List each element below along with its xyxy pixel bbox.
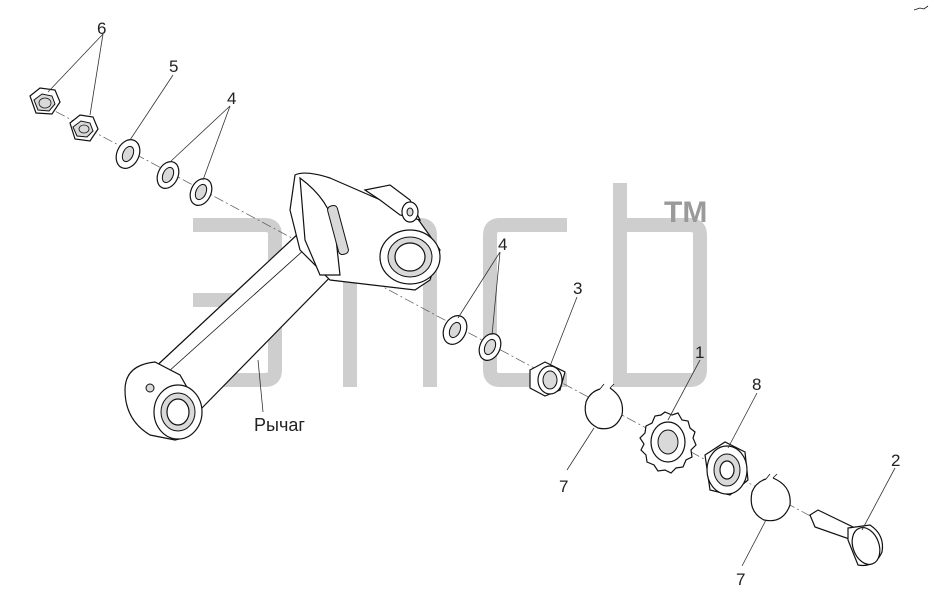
callout-8: 8 bbox=[752, 375, 761, 394]
corner-mark bbox=[913, 5, 929, 11]
callout-2: 2 bbox=[891, 451, 900, 470]
part-3-bushing bbox=[529, 361, 566, 397]
callout-1: 1 bbox=[695, 343, 704, 362]
part-6-nut-inner bbox=[69, 114, 99, 142]
part-6-nut-outer bbox=[29, 87, 61, 115]
callout-7b: 7 bbox=[736, 570, 745, 589]
watermark-tm: TM bbox=[664, 196, 707, 229]
lever-body bbox=[124, 172, 441, 441]
callout-6: 6 bbox=[97, 19, 106, 38]
callout-4b: 4 bbox=[498, 235, 507, 254]
part-8-bearing bbox=[704, 441, 749, 496]
part-2-axle bbox=[809, 509, 884, 567]
part-4-washer-d bbox=[478, 333, 502, 361]
part-4-washer-b bbox=[189, 178, 213, 206]
part-5-washer bbox=[115, 139, 141, 169]
callout-4a: 4 bbox=[227, 89, 236, 108]
part-1-sprocket bbox=[639, 411, 697, 474]
part-7-retaining-ring-b bbox=[750, 473, 791, 522]
callout-3: 3 bbox=[573, 279, 582, 298]
lever-label: Рычаг bbox=[254, 415, 305, 435]
part-4-washer-a bbox=[156, 161, 180, 189]
part-7-retaining-ring-a bbox=[584, 383, 624, 430]
part-4-washer-c bbox=[442, 315, 468, 345]
callouts: 6 5 4 4 3 1 8 2 7 7 Рычаг bbox=[97, 19, 900, 589]
leader-lines bbox=[47, 33, 896, 567]
callout-5: 5 bbox=[169, 57, 178, 76]
callout-7a: 7 bbox=[559, 477, 568, 496]
